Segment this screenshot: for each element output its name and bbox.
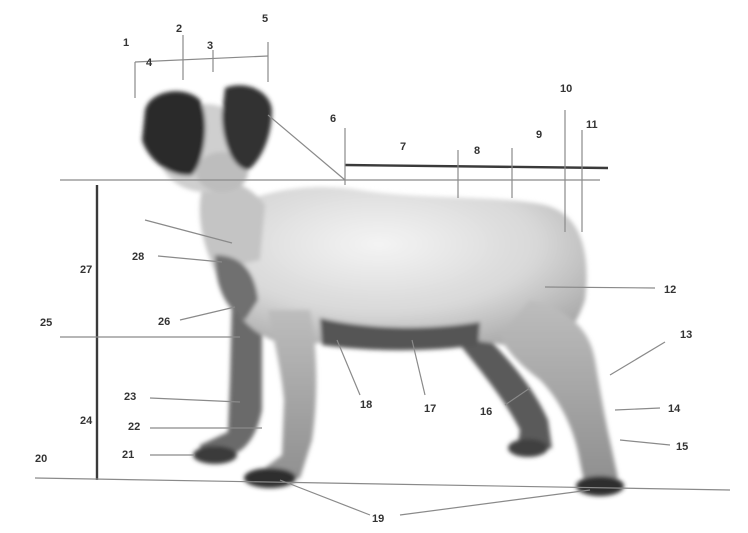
label-2: 2 xyxy=(176,23,182,35)
hind-far-paw xyxy=(508,439,548,457)
label-17: 17 xyxy=(424,403,436,415)
neck xyxy=(200,179,265,270)
label-18: 18 xyxy=(360,399,372,411)
label-27: 27 xyxy=(80,264,92,276)
front-near-paw xyxy=(244,468,296,488)
label-4: 4 xyxy=(146,57,153,69)
label-7: 7 xyxy=(400,141,406,153)
label-5: 5 xyxy=(262,13,268,25)
label-21: 21 xyxy=(122,449,134,461)
label-6: 6 xyxy=(330,113,336,125)
label-24: 24 xyxy=(80,415,93,427)
label-8: 8 xyxy=(474,145,480,157)
left-ear xyxy=(142,91,205,175)
label-11: 11 xyxy=(586,119,598,131)
label-22: 22 xyxy=(128,421,140,433)
dog-silhouette xyxy=(142,85,624,496)
label-15: 15 xyxy=(676,441,688,453)
label-9: 9 xyxy=(536,129,542,141)
hind-near-paw xyxy=(576,476,624,496)
label-16: 16 xyxy=(480,406,492,418)
label-25: 25 xyxy=(40,317,52,329)
label-20: 20 xyxy=(35,453,47,465)
label-19: 19 xyxy=(372,513,384,525)
label-3: 3 xyxy=(207,40,213,52)
label-23: 23 xyxy=(124,391,136,403)
front-far-paw xyxy=(193,446,237,464)
label-1: 1 xyxy=(123,37,129,49)
label-13: 13 xyxy=(680,329,692,341)
label-10: 10 xyxy=(560,83,572,95)
label-26: 26 xyxy=(158,316,170,328)
label-12: 12 xyxy=(664,284,676,296)
label-14: 14 xyxy=(668,403,681,415)
label-28: 28 xyxy=(132,251,144,263)
